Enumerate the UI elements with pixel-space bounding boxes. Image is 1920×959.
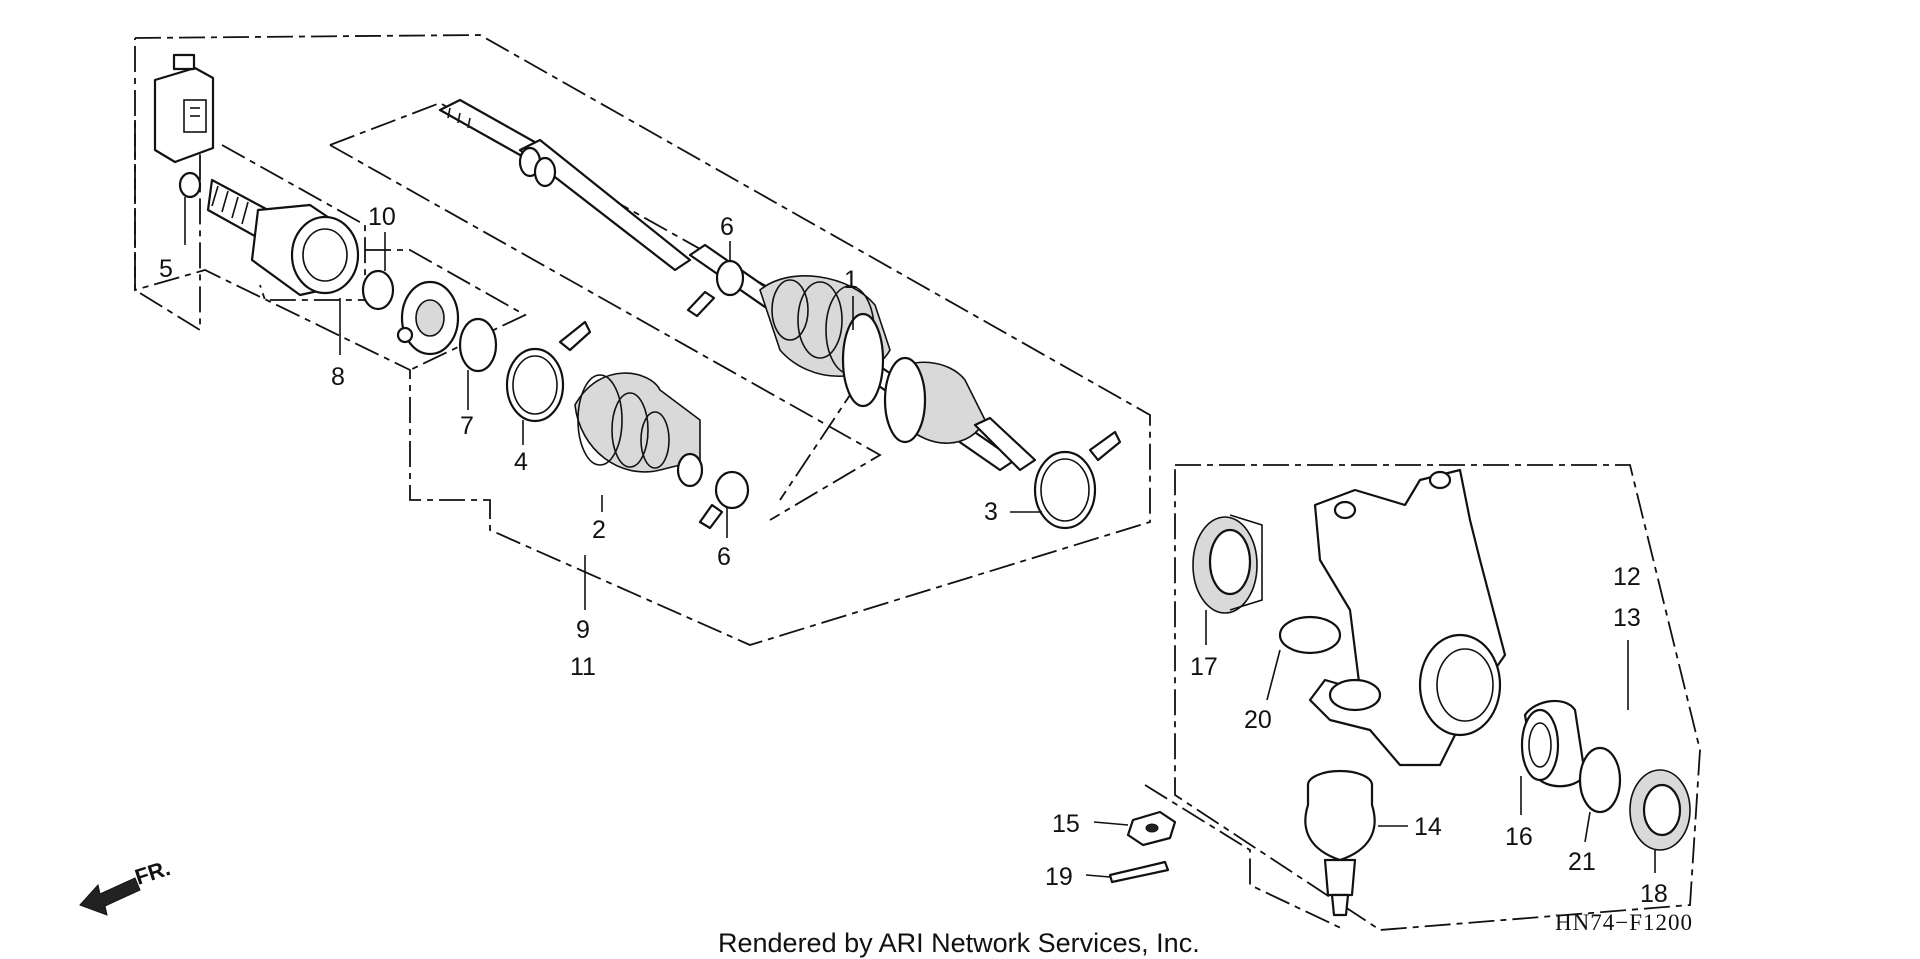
callout-12[interactable]: 12 <box>1613 563 1641 591</box>
callout-20[interactable]: 20 <box>1244 706 1272 734</box>
callout-9[interactable]: 9 <box>576 616 590 644</box>
o-ring-part <box>178 171 202 199</box>
boot-band-3-part <box>1033 430 1122 530</box>
callout-8[interactable]: 8 <box>331 363 345 391</box>
callout-6-upper[interactable]: 6 <box>720 213 734 241</box>
callout-line-15 <box>1093 821 1129 826</box>
callout-16[interactable]: 16 <box>1505 823 1533 851</box>
outer-joint-part <box>883 356 1037 472</box>
group-outline-boot <box>329 144 882 521</box>
small-band-6-upper-part <box>686 259 745 318</box>
circlip-21-part <box>1578 746 1622 814</box>
callout-19[interactable]: 19 <box>1045 863 1073 891</box>
bearing-16-part <box>1520 699 1587 788</box>
callout-13[interactable]: 13 <box>1613 604 1641 632</box>
circlip-7-part <box>458 317 498 373</box>
callout-11[interactable]: 11 <box>570 653 596 681</box>
boot-band-4-part <box>505 320 592 423</box>
front-indicator-label: FR. <box>132 855 173 890</box>
callout-18[interactable]: 18 <box>1640 880 1668 908</box>
grease-bottle-part <box>153 53 215 164</box>
outer-boot-part <box>759 275 891 408</box>
group-outline-grease <box>134 120 201 332</box>
group-outline-balljoint <box>1144 784 1346 931</box>
callout-3[interactable]: 3 <box>984 498 998 526</box>
callout-21[interactable]: 21 <box>1568 848 1596 876</box>
callout-6-lower[interactable]: 6 <box>717 543 731 571</box>
circlip-20-part <box>1278 615 1342 655</box>
small-band-6-lower-part <box>698 470 750 530</box>
ball-joint-part <box>1304 769 1376 917</box>
group-outline-shaft <box>329 102 882 501</box>
callout-4[interactable]: 4 <box>514 448 528 476</box>
cotter-pin-part <box>1108 860 1170 884</box>
diagram-code: HN74−F1200 <box>1555 910 1693 935</box>
callout-10[interactable]: 10 <box>368 203 396 231</box>
inner-joint-housing-part <box>206 178 360 297</box>
callout-17[interactable]: 17 <box>1190 653 1218 681</box>
joint-cage-part <box>396 280 460 356</box>
callout-15[interactable]: 15 <box>1052 810 1080 838</box>
callout-5[interactable]: 5 <box>159 255 173 283</box>
knuckle-part <box>1308 468 1507 767</box>
callout-line-19 <box>1085 874 1111 878</box>
credit-text: Rendered by ARI Network Services, Inc. <box>718 928 1200 958</box>
callout-line-20 <box>1266 649 1281 701</box>
oil-seal-17-part <box>1192 514 1263 614</box>
group-outline-knuckle <box>1174 464 1701 931</box>
callout-7[interactable]: 7 <box>460 412 474 440</box>
callout-14[interactable]: 14 <box>1414 813 1442 841</box>
callout-line-21 <box>1584 811 1591 843</box>
callout-2[interactable]: 2 <box>592 516 606 544</box>
castle-nut-part <box>1126 810 1177 847</box>
group-outline-main <box>134 34 1151 646</box>
callout-1[interactable]: 1 <box>844 266 858 294</box>
snap-ring-10-part <box>361 269 395 311</box>
oil-seal-18-part <box>1629 769 1691 851</box>
inner-boot-part <box>574 372 704 488</box>
front-arrow-icon <box>79 877 141 916</box>
